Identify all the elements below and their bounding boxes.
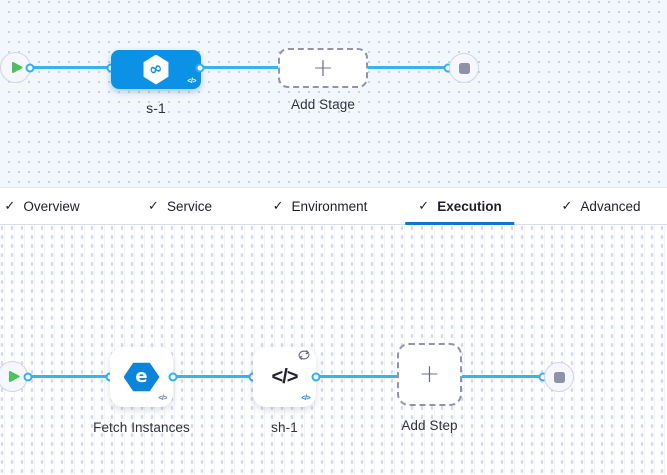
tab-label: Service [166, 198, 212, 214]
stage-end-node [449, 53, 479, 83]
check-icon: ✓ [148, 198, 159, 214]
tab-execution[interactable]: ✓ Execution [405, 188, 515, 225]
step-label: sh-1 [271, 420, 298, 435]
stop-icon [458, 62, 470, 74]
check-icon: ✓ [418, 198, 430, 214]
fetch-instances-icon: e [123, 362, 160, 392]
stage-node-s-1[interactable]: ∞ </> [111, 50, 201, 89]
code-badge-icon: </> [158, 395, 167, 402]
tab-label: Environment [291, 198, 368, 214]
step-node-fetch-instances[interactable]: e </> [110, 347, 173, 407]
code-badge-icon: </> [301, 395, 310, 402]
tab-environment[interactable]: ✓ Environment [260, 188, 381, 224]
loop-strategy-icon [297, 348, 311, 366]
step-label: Fetch Instances [93, 420, 190, 435]
tab-service[interactable]: ✓ Service [135, 188, 225, 224]
cd-stage-icon: ∞ [143, 54, 169, 85]
stage-connector-line [26, 66, 450, 69]
step-node-sh-1[interactable]: </> </> [253, 347, 316, 407]
stage-label: s-1 [146, 100, 166, 116]
connector-port [23, 372, 33, 381]
tab-overview[interactable]: ✓ Overview [0, 188, 93, 224]
check-icon: ✓ [272, 198, 284, 214]
add-stage-button[interactable]: + [278, 48, 368, 88]
tab-label: Overview [23, 198, 80, 214]
stop-icon [553, 371, 565, 383]
execution-end-node [544, 362, 574, 392]
add-stage-label: Add Stage [291, 97, 355, 112]
code-badge-icon: </> [187, 78, 196, 85]
add-step-button[interactable]: + [397, 343, 462, 406]
tab-label: Advanced [580, 198, 641, 214]
execution-graph-canvas[interactable]: e </> Fetch Instances </> </> sh-1 + [0, 225, 667, 475]
play-icon [9, 371, 20, 382]
check-icon: ✓ [561, 198, 573, 214]
plus-icon: + [312, 52, 334, 82]
tab-label: Execution [437, 198, 502, 214]
stage-config-tabs: ✓ Overview ✓ Service ✓ Environment ✓ Exe… [0, 187, 667, 225]
stage-graph-canvas[interactable]: ∞ </> s-1 + Add Stage [0, 0, 667, 187]
plus-icon: + [419, 359, 440, 388]
active-tab-indicator [405, 222, 515, 225]
check-icon: ✓ [4, 198, 16, 214]
shell-script-icon: </> [271, 365, 299, 388]
connector-port [195, 63, 205, 72]
fetch-instances-glyph: e [135, 365, 148, 387]
add-step-label: Add Step [401, 418, 458, 433]
infinity-icon: ∞ [146, 56, 166, 80]
connector-port [168, 372, 178, 381]
play-icon [12, 62, 23, 73]
connector-port [311, 372, 321, 381]
tab-advanced[interactable]: ✓ Advanced [549, 188, 654, 224]
connector-port [25, 63, 35, 72]
